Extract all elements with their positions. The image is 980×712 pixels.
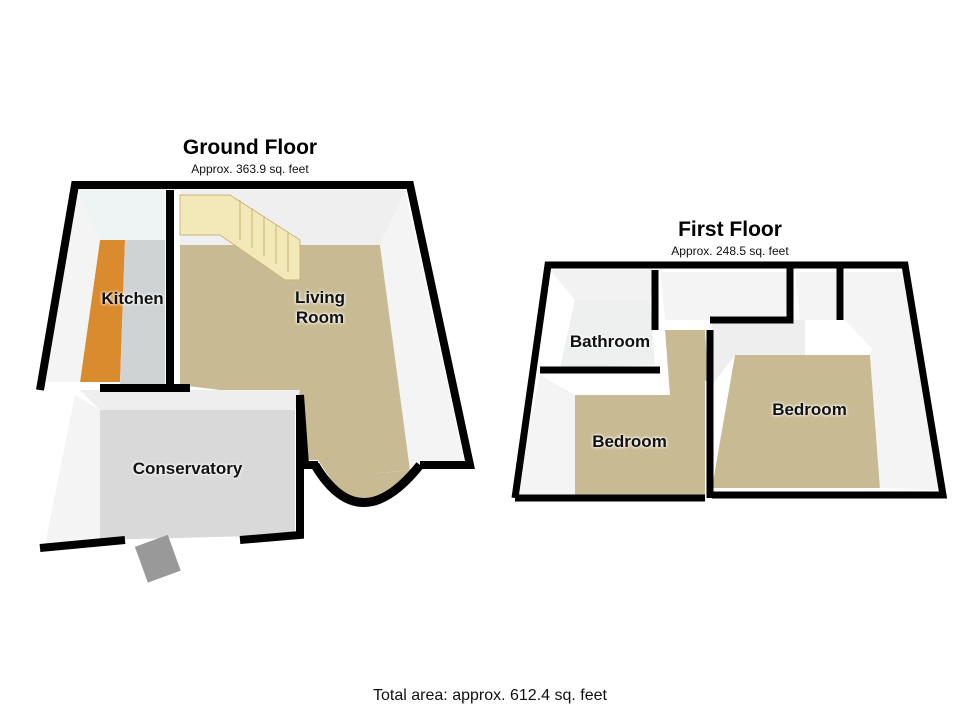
- bathroom-wall: [550, 270, 655, 300]
- ground-floor-title: Ground Floor: [182, 136, 318, 159]
- bedroom-right-floor: [712, 355, 880, 488]
- room-label-bathroom: Bathroom: [569, 332, 651, 351]
- first-floor-area: Approx. 248.5 sq. feet: [671, 244, 789, 258]
- kitchen-wall-back: [75, 185, 165, 240]
- conservatory-door: [134, 534, 181, 583]
- kitchen-floor: [120, 240, 165, 385]
- conservatory-floor: [100, 410, 295, 540]
- room-label-living-room: Living Room: [294, 288, 346, 327]
- cupboard-3: [845, 272, 905, 352]
- ground-floor-walls: [36, 181, 475, 552]
- kitchen-wall-left: [45, 185, 100, 382]
- bay-window-wall: [311, 462, 424, 507]
- living-room-wall-right: [380, 190, 465, 470]
- first-floor-title: First Floor: [678, 218, 782, 241]
- first-floor-plan: [511, 261, 948, 502]
- kitchen-worktop: [80, 240, 125, 382]
- total-area: Total area: approx. 612.4 sq. feet: [373, 687, 607, 704]
- bathroom-floor: [560, 300, 655, 368]
- room-label-bedroom-left: Bedroom: [592, 432, 667, 451]
- bedroom-left-floor: [575, 380, 705, 495]
- bedroom-right-wall-back: [712, 320, 805, 385]
- conservatory-wall-left: [45, 395, 100, 545]
- room-label-conservatory: Conservatory: [132, 459, 243, 478]
- ground-floor-area: Approx. 363.9 sq. feet: [191, 162, 309, 176]
- conservatory-wall-back: [80, 390, 300, 410]
- living-room-floor: [180, 245, 410, 478]
- cupboard-2: [795, 272, 840, 320]
- room-label-bedroom-right: Bedroom: [772, 400, 847, 419]
- bedroom-right-wall: [870, 270, 940, 490]
- cupboard-1: [660, 272, 790, 320]
- landing-floor: [665, 330, 708, 395]
- ground-floor-plan: [36, 181, 475, 583]
- room-label-kitchen: Kitchen: [101, 289, 164, 308]
- bedroom-left-wall: [515, 375, 575, 495]
- first-floor-walls: [511, 261, 948, 502]
- bay-window-floor: [325, 470, 412, 500]
- staircase: [179, 194, 301, 281]
